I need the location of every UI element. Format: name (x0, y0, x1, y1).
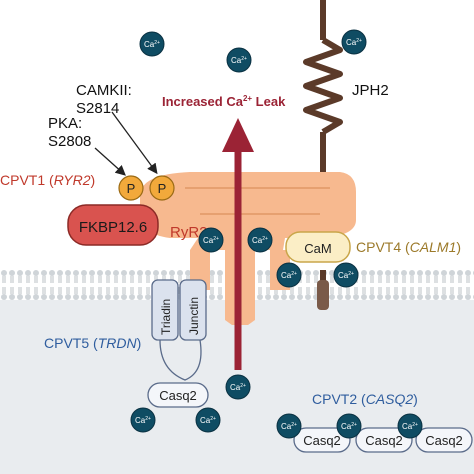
ca-ion: Ca2+ (195, 407, 221, 433)
ca-ion: Ca2+ (276, 413, 302, 439)
svg-text:Ca2+: Ca2+ (135, 416, 151, 425)
ca-ion: Ca2+ (225, 374, 251, 400)
triadin-label: Triadin (159, 299, 173, 335)
triadin-protein (151, 279, 179, 341)
casq2-chain-3 (415, 427, 473, 453)
svg-text:Ca2+: Ca2+ (144, 40, 160, 49)
jph2-label: JPH2 (352, 82, 389, 99)
casq2-chain-3-label: Casq2 (425, 433, 463, 448)
pka-label: PKA: (48, 115, 82, 132)
triadin-junctin-link (159, 339, 202, 381)
cpvt5-label: CPVT5 (TRDN) (44, 335, 141, 351)
ca-ion: Ca2+ (139, 31, 165, 57)
svg-text:Ca2+: Ca2+ (402, 422, 418, 431)
ca-ion: Ca2+ (276, 262, 302, 288)
svg-text:Ca2+: Ca2+ (203, 236, 219, 245)
leak-label: Increased Ca2+ Leak (162, 94, 286, 109)
pka-arrow (94, 147, 126, 176)
cpvt1-label: CPVT1 (RYR2) (0, 172, 95, 188)
camkii-label: CAMKII: (76, 82, 132, 99)
pka-site-label: S2808 (48, 133, 91, 150)
casq2-chain-2 (355, 427, 413, 453)
casq2-main-label: Casq2 (159, 388, 197, 403)
svg-text:Ca2+: Ca2+ (200, 416, 216, 425)
cam-protein (285, 231, 351, 263)
ca-ion: Ca2+ (333, 262, 359, 288)
junctin-protein (179, 279, 207, 341)
svg-text:Ca2+: Ca2+ (281, 422, 297, 431)
fkbp-label: FKBP12.6 (79, 219, 147, 236)
camkii-site-label: S2814 (76, 100, 119, 117)
svg-text:Ca2+: Ca2+ (338, 271, 354, 280)
ca-ion: Ca2+ (130, 407, 156, 433)
ca-ion: Ca2+ (226, 47, 252, 73)
phospho-label-pka: P (127, 181, 136, 196)
casq2-chain-1-label: Casq2 (303, 433, 341, 448)
svg-text:Ca2+: Ca2+ (341, 422, 357, 431)
svg-text:Ca2+: Ca2+ (346, 38, 362, 47)
ca-ion: Ca2+ (336, 413, 362, 439)
cam-label: CaM (304, 241, 331, 256)
svg-text:Ca2+: Ca2+ (230, 383, 246, 392)
phospho-label-camkii: P (158, 181, 167, 196)
cpvt2-label: CPVT2 (CASQ2) (312, 391, 418, 407)
fkbp-protein (67, 204, 159, 246)
jph2-protein (303, 0, 343, 310)
casq2-chain-2-label: Casq2 (365, 433, 403, 448)
svg-text:Ca2+: Ca2+ (281, 271, 297, 280)
svg-text:Ca2+: Ca2+ (252, 236, 268, 245)
svg-text:Ca2+: Ca2+ (231, 56, 247, 65)
junctin-label: Junctin (187, 297, 201, 335)
phospho-site-camkii (149, 175, 175, 201)
casq2-main (147, 382, 209, 408)
ca-ion: Ca2+ (247, 227, 273, 253)
ca-ion: Ca2+ (397, 413, 423, 439)
ca-ion: Ca2+ (341, 29, 367, 55)
ryr2-label: RyR2 (170, 224, 208, 241)
leak-arrow (222, 118, 254, 370)
camkii-arrow (111, 111, 158, 175)
cpvt4-label: CPVT4 (CALM1) (356, 239, 461, 255)
ca-ion: Ca2+ (198, 227, 224, 253)
casq2-chain-1 (293, 427, 351, 453)
phospho-site-pka (118, 175, 144, 201)
